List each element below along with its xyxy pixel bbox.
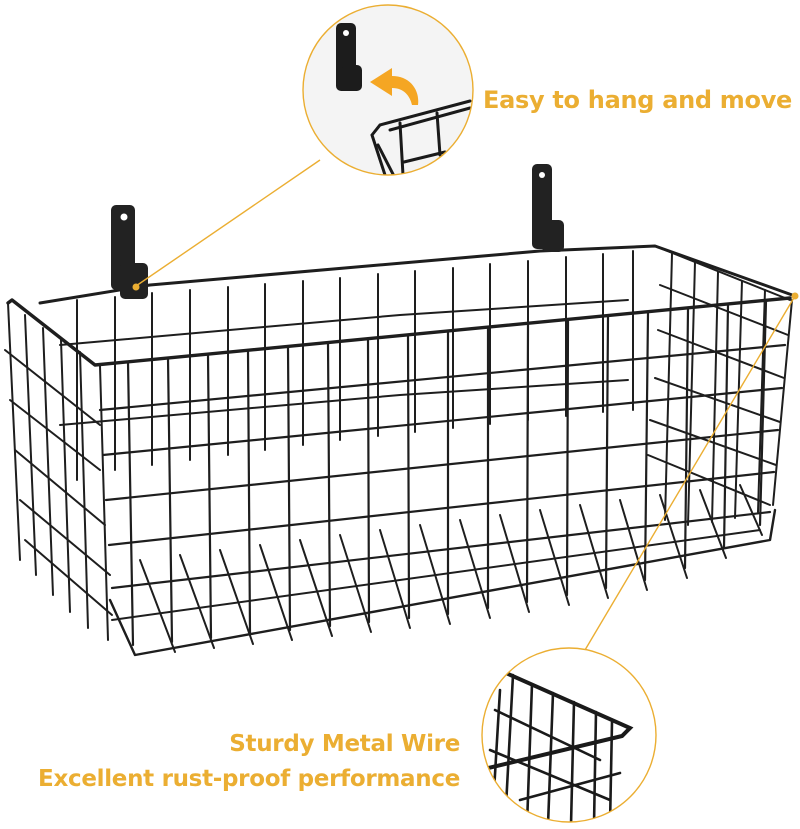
hook-right bbox=[532, 164, 564, 252]
feature-label-sturdy-wire: Sturdy Metal Wire bbox=[229, 731, 460, 757]
feature-label-rust-proof: Excellent rust-proof performance bbox=[38, 766, 460, 792]
anchor-dot-corner bbox=[791, 292, 799, 300]
curved-arrow-icon bbox=[370, 68, 419, 105]
feature-label-hang: Easy to hang and move bbox=[483, 86, 793, 114]
anchor-dot-hook bbox=[132, 283, 140, 291]
hook-left bbox=[111, 205, 148, 299]
callout-hang-zoom bbox=[302, 4, 474, 176]
wire-basket bbox=[4, 244, 797, 657]
callout-wire-zoom bbox=[481, 647, 657, 823]
leader-lines bbox=[135, 159, 796, 651]
